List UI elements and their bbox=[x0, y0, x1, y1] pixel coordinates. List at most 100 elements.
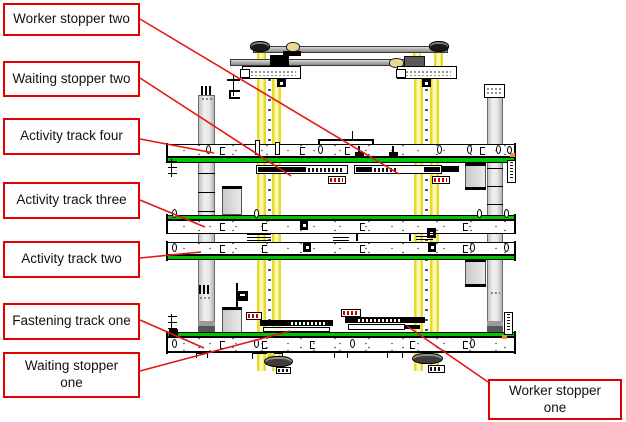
drawing-mark bbox=[442, 166, 459, 172]
drawing-mark bbox=[278, 369, 288, 372]
right-sub-column-upper bbox=[465, 163, 486, 190]
callout-text: Waiting stopper one bbox=[24, 358, 119, 390]
drawing-mark bbox=[248, 314, 260, 318]
drawing-mark bbox=[258, 167, 306, 172]
drawing-mark bbox=[465, 187, 486, 190]
drawing-mark bbox=[166, 241, 168, 261]
drawing-mark bbox=[374, 168, 396, 172]
drawing-mark bbox=[510, 162, 513, 180]
drawing-mark bbox=[199, 296, 211, 301]
callout-text: Waiting stopper two bbox=[12, 70, 131, 86]
drawing-mark bbox=[430, 367, 442, 371]
drawing-mark bbox=[409, 234, 411, 241]
drawing-mark bbox=[360, 245, 365, 253]
drawing-mark bbox=[490, 291, 500, 296]
drawing-mark bbox=[514, 331, 516, 354]
drawing-mark bbox=[303, 224, 306, 227]
drawing-mark bbox=[343, 311, 358, 315]
drawing-mark bbox=[263, 327, 330, 332]
drawing-mark bbox=[437, 145, 442, 154]
right-rail-knob bbox=[429, 41, 449, 52]
drawing-mark bbox=[172, 209, 177, 218]
drawing-mark bbox=[168, 314, 177, 331]
drawing-mark bbox=[352, 131, 353, 139]
callout-text: Activity track four bbox=[20, 128, 123, 144]
callout-activity-track-four: Activity track four bbox=[3, 118, 140, 155]
drawing-mark bbox=[262, 341, 267, 349]
drawing-mark bbox=[504, 209, 509, 218]
drawing-mark bbox=[463, 341, 468, 349]
drawing-mark bbox=[255, 140, 260, 155]
drawing-mark bbox=[291, 322, 325, 325]
drawing-mark bbox=[199, 285, 201, 294]
drawing-mark bbox=[254, 209, 259, 218]
drawing-mark bbox=[310, 341, 315, 349]
drawing-mark bbox=[198, 321, 215, 326]
drawing-mark bbox=[404, 325, 420, 329]
drawing-mark bbox=[280, 82, 283, 85]
drawing-mark bbox=[487, 326, 503, 333]
drawing-mark bbox=[502, 335, 507, 339]
drawing-mark bbox=[198, 173, 215, 174]
pole bbox=[236, 283, 238, 308]
top-rail-lower bbox=[230, 59, 413, 66]
drawing-mark bbox=[205, 86, 207, 95]
drawing-mark bbox=[463, 245, 468, 253]
drawing-mark bbox=[496, 145, 501, 154]
callout-worker-stopper-one: Worker stopper one bbox=[488, 379, 622, 420]
drawing-mark bbox=[507, 146, 512, 154]
callout-fastening-track-one: Fastening track one bbox=[3, 303, 140, 340]
drawing-mark bbox=[356, 234, 358, 241]
pole-flag bbox=[238, 291, 248, 301]
drawing-mark bbox=[227, 79, 240, 81]
drawing-mark bbox=[240, 294, 245, 296]
drawing-mark bbox=[470, 339, 475, 348]
drawing-mark bbox=[487, 186, 503, 187]
drawing-mark bbox=[355, 152, 364, 156]
right-sub-column-lower bbox=[465, 259, 486, 287]
drawing-mark bbox=[467, 145, 472, 154]
drawing-mark bbox=[348, 324, 405, 330]
activity-track-three-green bbox=[167, 215, 516, 220]
drawing-mark bbox=[222, 186, 242, 189]
drawing-mark bbox=[222, 307, 242, 310]
callout-waiting-stopper-one: Waiting stopper one bbox=[3, 352, 140, 398]
drawing-mark bbox=[306, 246, 309, 249]
drawing-mark bbox=[470, 243, 475, 252]
drawing-mark bbox=[434, 178, 447, 182]
drawing-mark bbox=[318, 145, 323, 154]
drawing-mark bbox=[510, 153, 515, 157]
tan-knob-left bbox=[286, 42, 300, 52]
right-wheel bbox=[412, 353, 443, 364]
drawing-mark bbox=[300, 147, 305, 155]
drawing-mark bbox=[360, 223, 365, 231]
left-wheel bbox=[264, 356, 293, 367]
drawing-mark bbox=[262, 223, 267, 231]
drawing-mark bbox=[203, 285, 205, 294]
callout-activity-track-two: Activity track two bbox=[3, 241, 140, 278]
drawing-mark bbox=[387, 351, 403, 358]
drawing-mark bbox=[196, 353, 208, 358]
drawing-mark bbox=[318, 139, 374, 141]
drawing-mark bbox=[198, 192, 215, 193]
drawing-mark bbox=[514, 241, 516, 261]
drawing-mark bbox=[168, 159, 177, 177]
callout-text: Activity track two bbox=[21, 251, 122, 267]
drawing-mark bbox=[254, 339, 259, 348]
callout-text: Worker stopper two bbox=[13, 11, 130, 27]
drawing-mark bbox=[334, 352, 348, 358]
drawing-mark bbox=[207, 285, 209, 294]
drawing-mark bbox=[389, 152, 398, 156]
drawing-mark bbox=[356, 167, 372, 172]
activity-track-two-green bbox=[167, 255, 516, 260]
drawing-mark bbox=[201, 86, 203, 95]
drawing-mark bbox=[206, 145, 211, 154]
drawing-mark bbox=[487, 204, 503, 205]
drawing-mark bbox=[507, 314, 510, 332]
drawing-mark bbox=[247, 234, 271, 242]
drawing-mark bbox=[350, 339, 355, 348]
drawing-mark bbox=[465, 163, 486, 166]
drawing-mark bbox=[220, 223, 225, 231]
drawing-mark bbox=[166, 331, 168, 354]
drawing-mark bbox=[330, 178, 343, 182]
